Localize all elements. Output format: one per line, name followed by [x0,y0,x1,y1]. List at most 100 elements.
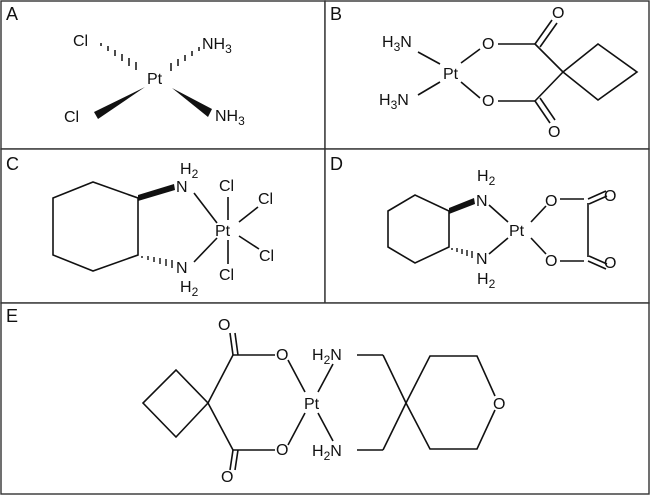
panel-b-frame [324,0,650,150]
bond-e-cq-c2 [207,402,234,451]
bond-e-c2-o4b [234,449,239,471]
panel-c-frame [0,148,326,304]
atom-b-o3: O [552,5,564,22]
bond-b-c2-cq [534,71,564,102]
bond-b-c2-o4a [534,100,551,124]
structure-e: Pt O O O O H2N H2N O [141,317,505,486]
atom-e-o-ring: O [493,396,505,413]
atom-e-o1: O [276,347,288,364]
hashed-bond-c-n-bot [141,256,173,268]
atom-a-pt: Pt [147,71,163,88]
atom-e-o4: O [221,469,233,486]
atom-b-pt: Pt [443,66,459,83]
bond-d-ntop-pt [488,204,509,223]
atom-e-n2: H2N [312,443,342,463]
bond-d-c2-o4a [587,260,607,270]
atom-b-o2: O [482,93,494,110]
atom-a-n2: NH3 [215,108,245,128]
structure-b: Pt H3N H3N O O O O [379,5,639,141]
bond-d-pt-o1 [530,205,547,223]
atom-d-o1: O [545,193,557,210]
atom-d-o3: O [604,188,616,205]
atom-e-n1: H2N [312,347,342,367]
atom-a-n1: NH3 [202,36,232,56]
hashed-bond-a-n1 [170,47,200,71]
atom-d-n-bot: N [476,251,488,268]
bond-e-c1-o3b [234,332,239,356]
bond-e-o2-pt [287,412,306,446]
atom-b-o1: O [482,36,494,53]
bond-e-ch2-spiro2 [382,402,407,451]
ring-d-cyclohexane [387,194,450,264]
atom-c-n-bot: N [176,260,188,277]
atom-d-o2: O [545,253,557,270]
structure-d: Pt H2 N N H2 O O O O [387,168,616,291]
bond-b-c1-cq [534,43,564,73]
atom-d-n-top: N [476,193,488,210]
atom-b-o4: O [548,124,560,141]
atom-a-cl2: Cl [64,109,79,126]
atom-c-h-top: H2 [180,161,199,181]
bond-d-c2-o4b [588,255,608,265]
atom-c-cl1: Cl [219,178,234,195]
ring-e-pyran-lower [405,402,496,450]
atom-e-o2: O [276,442,288,459]
bond-c-ntop-pt [193,192,218,224]
bond-c-nbot-pt [193,237,218,263]
panel-e-label: E [6,306,18,326]
atom-e-o3: O [218,317,230,334]
wedge-bond-a-cl2 [94,87,145,119]
atom-c-cl4: Cl [219,267,234,284]
wedge-bond-c-n-top [138,184,175,201]
ring-b-cyclobutane [561,42,639,102]
bond-b-c1-o3b [539,22,558,48]
bond-b-pt-o1 [460,48,481,64]
panel-c-label: C [6,154,19,174]
bond-d-pt-o2 [530,237,547,255]
bond-e-c2-o4a [229,449,234,471]
atom-c-n-top: N [176,179,188,196]
panel-a-label: A [6,4,18,24]
hashed-bond-a-cl1 [100,43,137,70]
bond-b-n2-pt [417,81,441,96]
atom-c-h-bot: H2 [180,279,199,299]
structure-a: Pt Cl Cl NH3 NH3 [64,33,245,128]
bond-b-n1-pt [417,51,441,65]
bond-d-c1-o3b [588,195,608,205]
atom-d-h-bot: H2 [477,271,496,291]
structure-c: Pt H2 N N H2 Cl Cl Cl Cl [52,161,274,299]
panel-d-label: D [330,154,343,174]
panel-b-label: B [330,4,342,24]
bond-e-cq-c1 [207,354,234,404]
panel-a-frame [0,0,326,150]
bond-d-nbot-pt [488,237,509,255]
panel-d-frame [324,148,650,304]
bond-c-pt-cl2 [238,206,259,223]
atom-d-pt: Pt [509,223,525,240]
bond-e-o1-pt [287,359,306,393]
bond-e-c1-o3a [229,332,234,356]
atom-c-cl2: Cl [258,191,273,208]
bond-b-c1-o3a [534,19,553,45]
bond-d-c1-o3a [587,190,607,200]
bond-b-c2-o4b [539,97,556,121]
ring-c-cyclohexane [52,181,139,272]
atom-b-n2: H3N [379,92,409,112]
atom-c-pt: Pt [215,223,231,240]
bond-e-ch2-spiro1 [382,354,407,404]
panel-e-frame [0,302,650,495]
wedge-bond-d-n-top [449,198,475,214]
atom-e-pt: Pt [304,396,320,413]
atom-d-h-top: H2 [477,168,496,188]
ring-e-pyran-upper [405,355,496,404]
atom-d-o4: O [604,255,616,272]
wedge-bond-a-n2 [172,88,212,117]
bond-e-pt-n1 [317,363,334,393]
atom-a-cl1: Cl [73,33,88,50]
atom-b-n1: H3N [382,34,412,54]
ring-e-cyclobutane [141,368,210,439]
hashed-bond-d-n-bot [451,248,473,258]
bond-b-pt-o2 [460,81,481,99]
